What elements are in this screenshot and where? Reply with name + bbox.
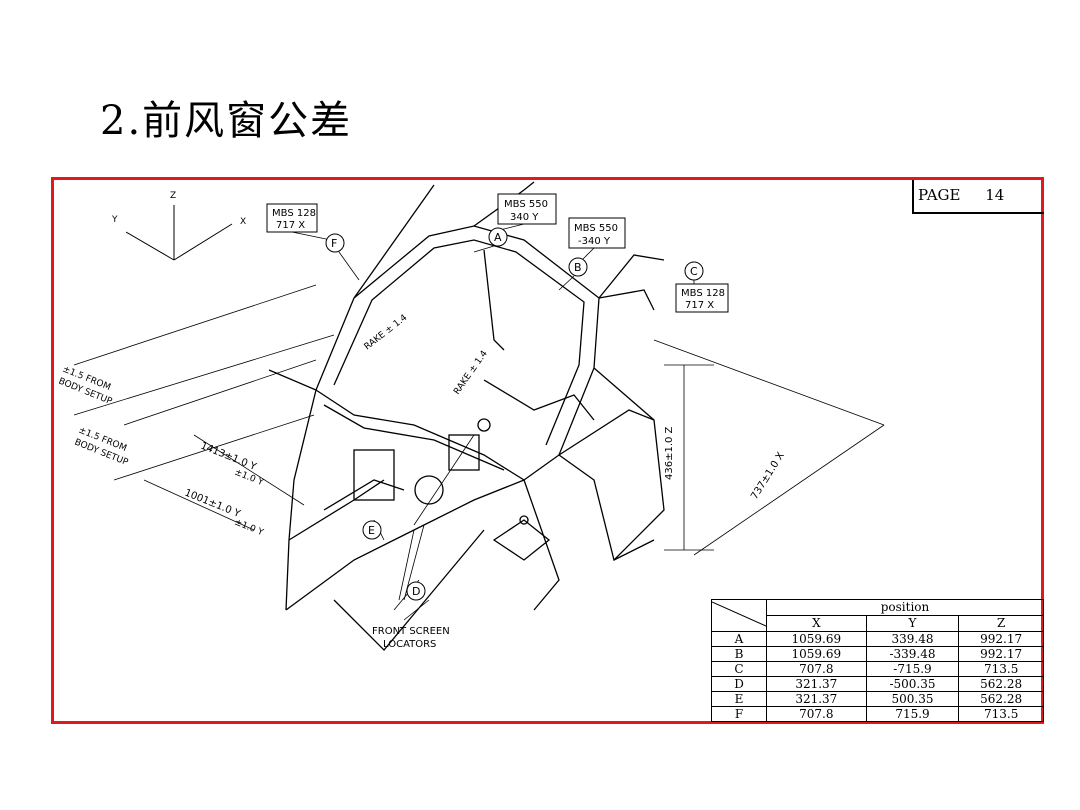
callout-box-c xyxy=(675,283,729,313)
marker-circle-f xyxy=(325,233,345,253)
callout-b-line1: MBS 550 xyxy=(574,223,618,234)
axis-z-label: Z xyxy=(170,191,176,201)
table-cell-x: 1059.69 xyxy=(766,631,867,647)
table-cell-y: 500.35 xyxy=(865,691,960,707)
table-header-row: position xyxy=(711,599,1044,632)
table-cell-y: -500.35 xyxy=(865,676,960,692)
marker-c-letter: C xyxy=(690,265,698,278)
axis-triad xyxy=(125,205,233,261)
table-cell-id: C xyxy=(711,661,767,677)
table-cell-id: B xyxy=(711,646,767,662)
table-cell-x: 707.8 xyxy=(766,706,867,722)
car-body-outline xyxy=(268,181,665,651)
locators-label-2: LOCATORS xyxy=(383,639,436,650)
rake-label-1: RAKE ± 1.4 xyxy=(363,313,410,353)
table-column-header: X xyxy=(766,615,867,632)
table-cell-z: 992.17 xyxy=(958,646,1044,662)
table-cell-x: 1059.69 xyxy=(766,646,867,662)
marker-f-letter: F xyxy=(331,237,337,250)
axis-y-label: Y xyxy=(111,215,118,225)
leader-lines xyxy=(291,223,695,611)
table-cell-id: A xyxy=(711,631,767,647)
callout-f-line2: 717 X xyxy=(276,220,305,231)
marker-circle-e xyxy=(362,520,382,540)
table-position-header: position xyxy=(766,599,1044,616)
table-column-header: Y xyxy=(865,615,960,632)
table-cell-y: -339.48 xyxy=(865,646,960,662)
marker-d-letter: D xyxy=(412,585,420,598)
callout-f-line1: MBS 128 xyxy=(272,208,316,219)
table-cell-z: 713.5 xyxy=(958,706,1044,722)
table-cell-z: 992.17 xyxy=(958,631,1044,647)
callout-box-f xyxy=(266,203,318,233)
marker-circle-a xyxy=(488,227,508,247)
dim-1001-label: 1001±1.0 Y xyxy=(183,488,243,521)
dim-z-label: 436±1.0 Z xyxy=(664,426,675,480)
table-cell-x: 707.8 xyxy=(766,661,867,677)
dim-x-label: 737±1.0 X xyxy=(749,450,787,501)
marker-circle-c xyxy=(684,261,704,281)
table-cell-y: -715.9 xyxy=(865,661,960,677)
diagonal-icon xyxy=(711,601,767,627)
drawing-frame: PAGE 14 Z Y X xyxy=(51,177,1044,724)
car-body-drawing: Z Y X xyxy=(57,181,885,651)
table-cell-y: 339.48 xyxy=(865,631,960,647)
dim-1413-label: 1413±1.0 Y xyxy=(199,441,259,474)
table-cell-x: 321.37 xyxy=(766,676,867,692)
table-column-header: Z xyxy=(958,615,1044,632)
table-cell-id: D xyxy=(711,676,767,692)
marker-b-letter: B xyxy=(574,261,582,274)
callout-c-line1: MBS 128 xyxy=(681,288,725,299)
table-cell-x: 321.37 xyxy=(766,691,867,707)
callout-b-line2: -340 Y xyxy=(578,236,611,247)
page-number: 14 xyxy=(985,186,1005,204)
dimension-lines xyxy=(73,284,885,621)
dim-1001-tol: ±1.0 Y xyxy=(233,518,265,539)
callout-a-line1: MBS 550 xyxy=(504,199,548,210)
rake-label-2: RAKE ± 1.4 xyxy=(452,349,490,397)
page-box: PAGE 14 xyxy=(912,180,1044,214)
table-cell-id: E xyxy=(711,691,767,707)
marker-circle-b xyxy=(568,257,588,277)
page-label: PAGE xyxy=(918,186,961,204)
slide-title: 2.前风窗公差 xyxy=(100,98,353,144)
table-cell-z: 562.28 xyxy=(958,676,1044,692)
marker-a-letter: A xyxy=(494,231,502,244)
table-cell-z: 713.5 xyxy=(958,661,1044,677)
callout-box-b xyxy=(568,217,626,249)
locators-label-1: FRONT SCREEN xyxy=(372,626,450,637)
callout-a-line2: 340 Y xyxy=(510,212,539,223)
table-cell-id: F xyxy=(711,706,767,722)
table-corner-cell xyxy=(711,599,767,632)
marker-e-letter: E xyxy=(368,524,375,537)
table-cell-z: 562.28 xyxy=(958,691,1044,707)
marker-circle-d xyxy=(406,581,426,601)
callout-c-line2: 717 X xyxy=(685,300,714,311)
callout-box-a xyxy=(497,193,557,225)
axis-x-label: X xyxy=(240,217,246,227)
table-cell-y: 715.9 xyxy=(865,706,960,722)
